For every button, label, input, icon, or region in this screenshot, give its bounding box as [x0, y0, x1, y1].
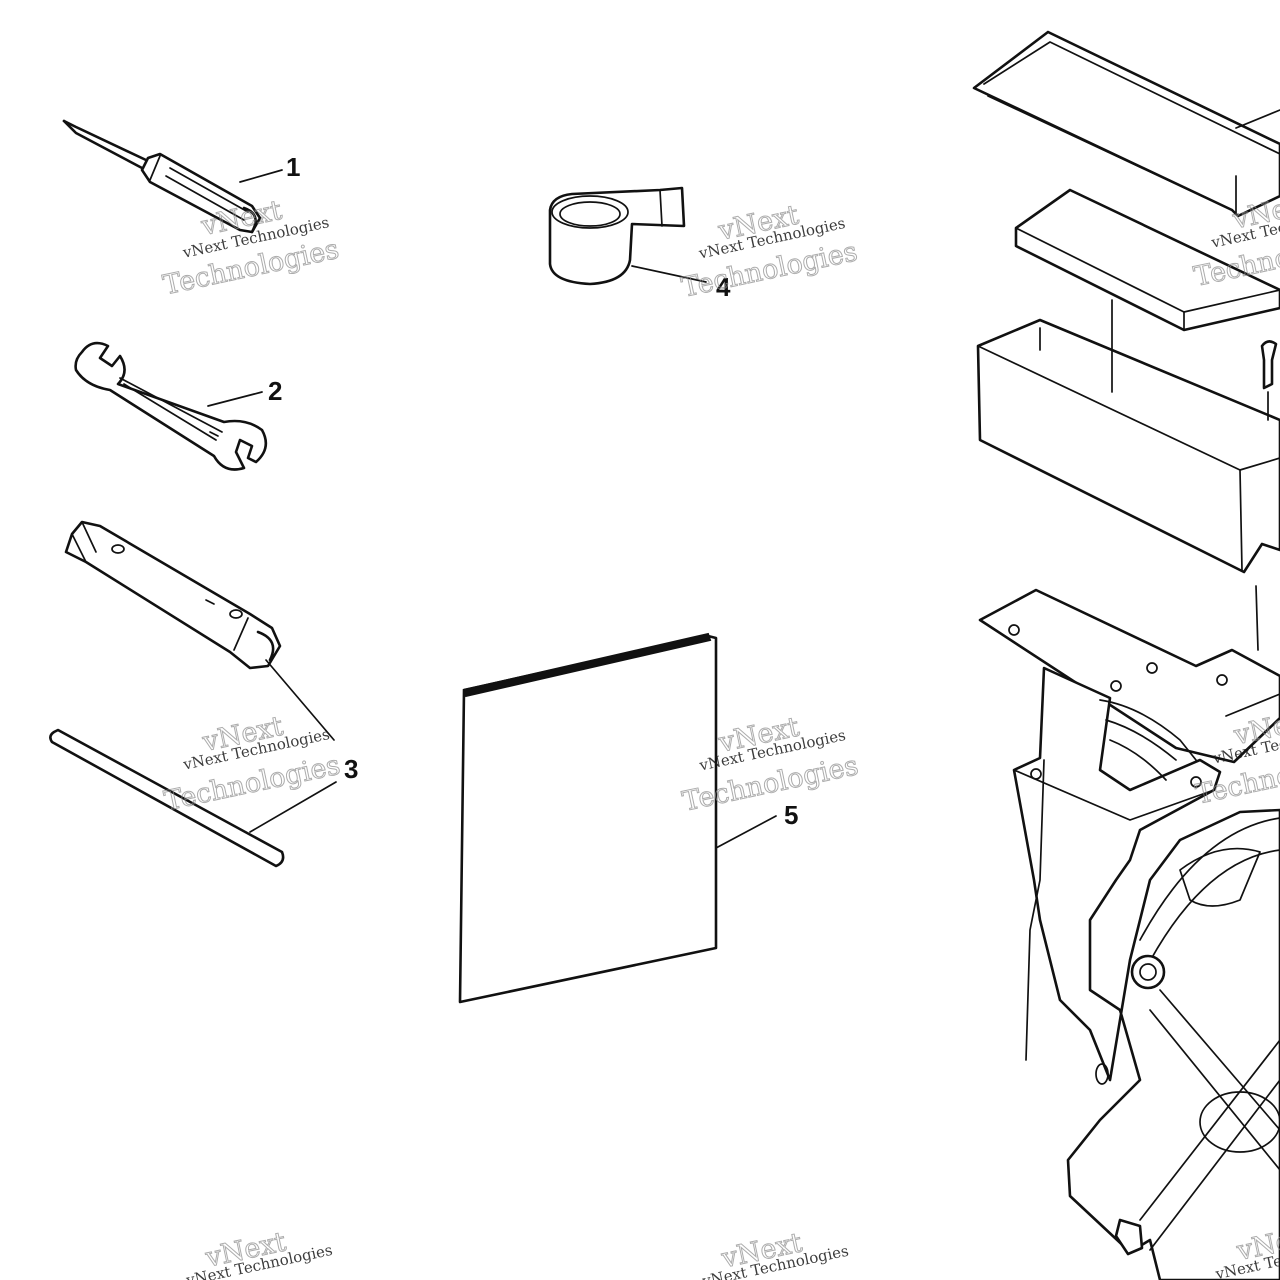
tool-box-tray-illustration: [976, 299, 1280, 574]
callout-1: 1: [286, 152, 300, 182]
watermark-bottom-center: vNext vNext Technologies: [700, 1227, 850, 1280]
tape-roll-illustration: [548, 186, 707, 286]
airbox-lid-illustration: [972, 30, 1280, 218]
watermark-middle-left: vNext vNext Technologies Technologies: [161, 710, 343, 817]
wrench-illustration: [74, 341, 268, 471]
watermark-top-left: vNext vNext Technologies Technologies: [160, 194, 342, 301]
spark-plug-socket-illustration: [64, 520, 335, 741]
foam-filter-illustration: [1014, 188, 1280, 332]
tommy-bar-illustration: [49, 728, 337, 868]
callout-4: 4: [716, 272, 731, 302]
callout-2: 2: [268, 376, 282, 406]
owners-manual-illustration: [458, 632, 777, 1004]
screwdriver-illustration: [62, 119, 283, 234]
callout-5: 5: [784, 800, 798, 830]
mounting-bracket-illustration: [978, 585, 1280, 764]
drive-housing-illustration: [1012, 666, 1280, 1280]
screw-illustration: [1260, 340, 1278, 421]
watermark-top-center: vNext vNext Technologies Technologies: [678, 199, 860, 304]
watermark-bottom-left: vNext vNext Technologies: [184, 1226, 334, 1280]
callout-3: 3: [344, 754, 358, 784]
